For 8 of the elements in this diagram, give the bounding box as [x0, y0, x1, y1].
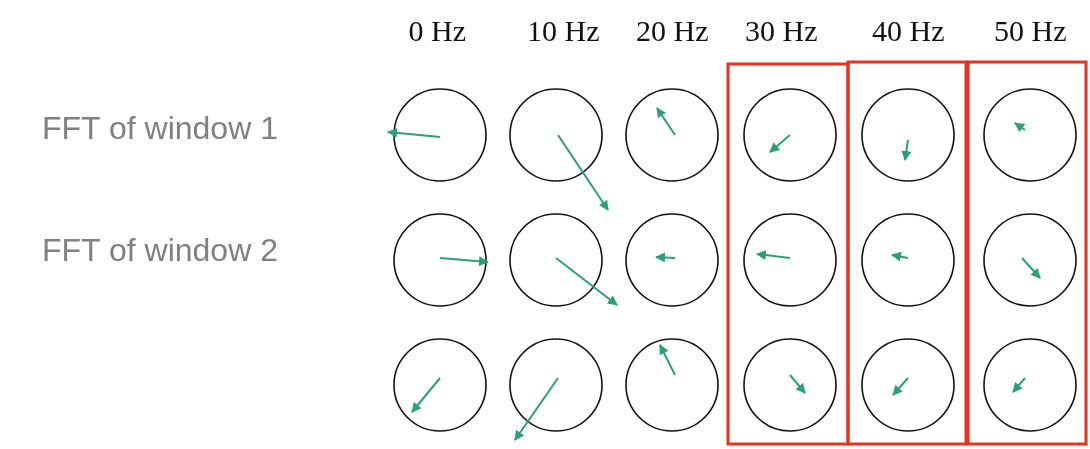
frequency-label: 0 Hz	[408, 16, 466, 46]
frequency-label: 20 Hz	[636, 16, 709, 46]
row-label: FFT of window 2	[42, 234, 278, 266]
frequency-label: 30 Hz	[745, 16, 818, 46]
frequency-label: 10 Hz	[527, 16, 600, 46]
frequency-label: 50 Hz	[994, 16, 1067, 46]
frequency-label: 40 Hz	[872, 16, 945, 46]
row-label: FFT of window 1	[42, 112, 278, 144]
